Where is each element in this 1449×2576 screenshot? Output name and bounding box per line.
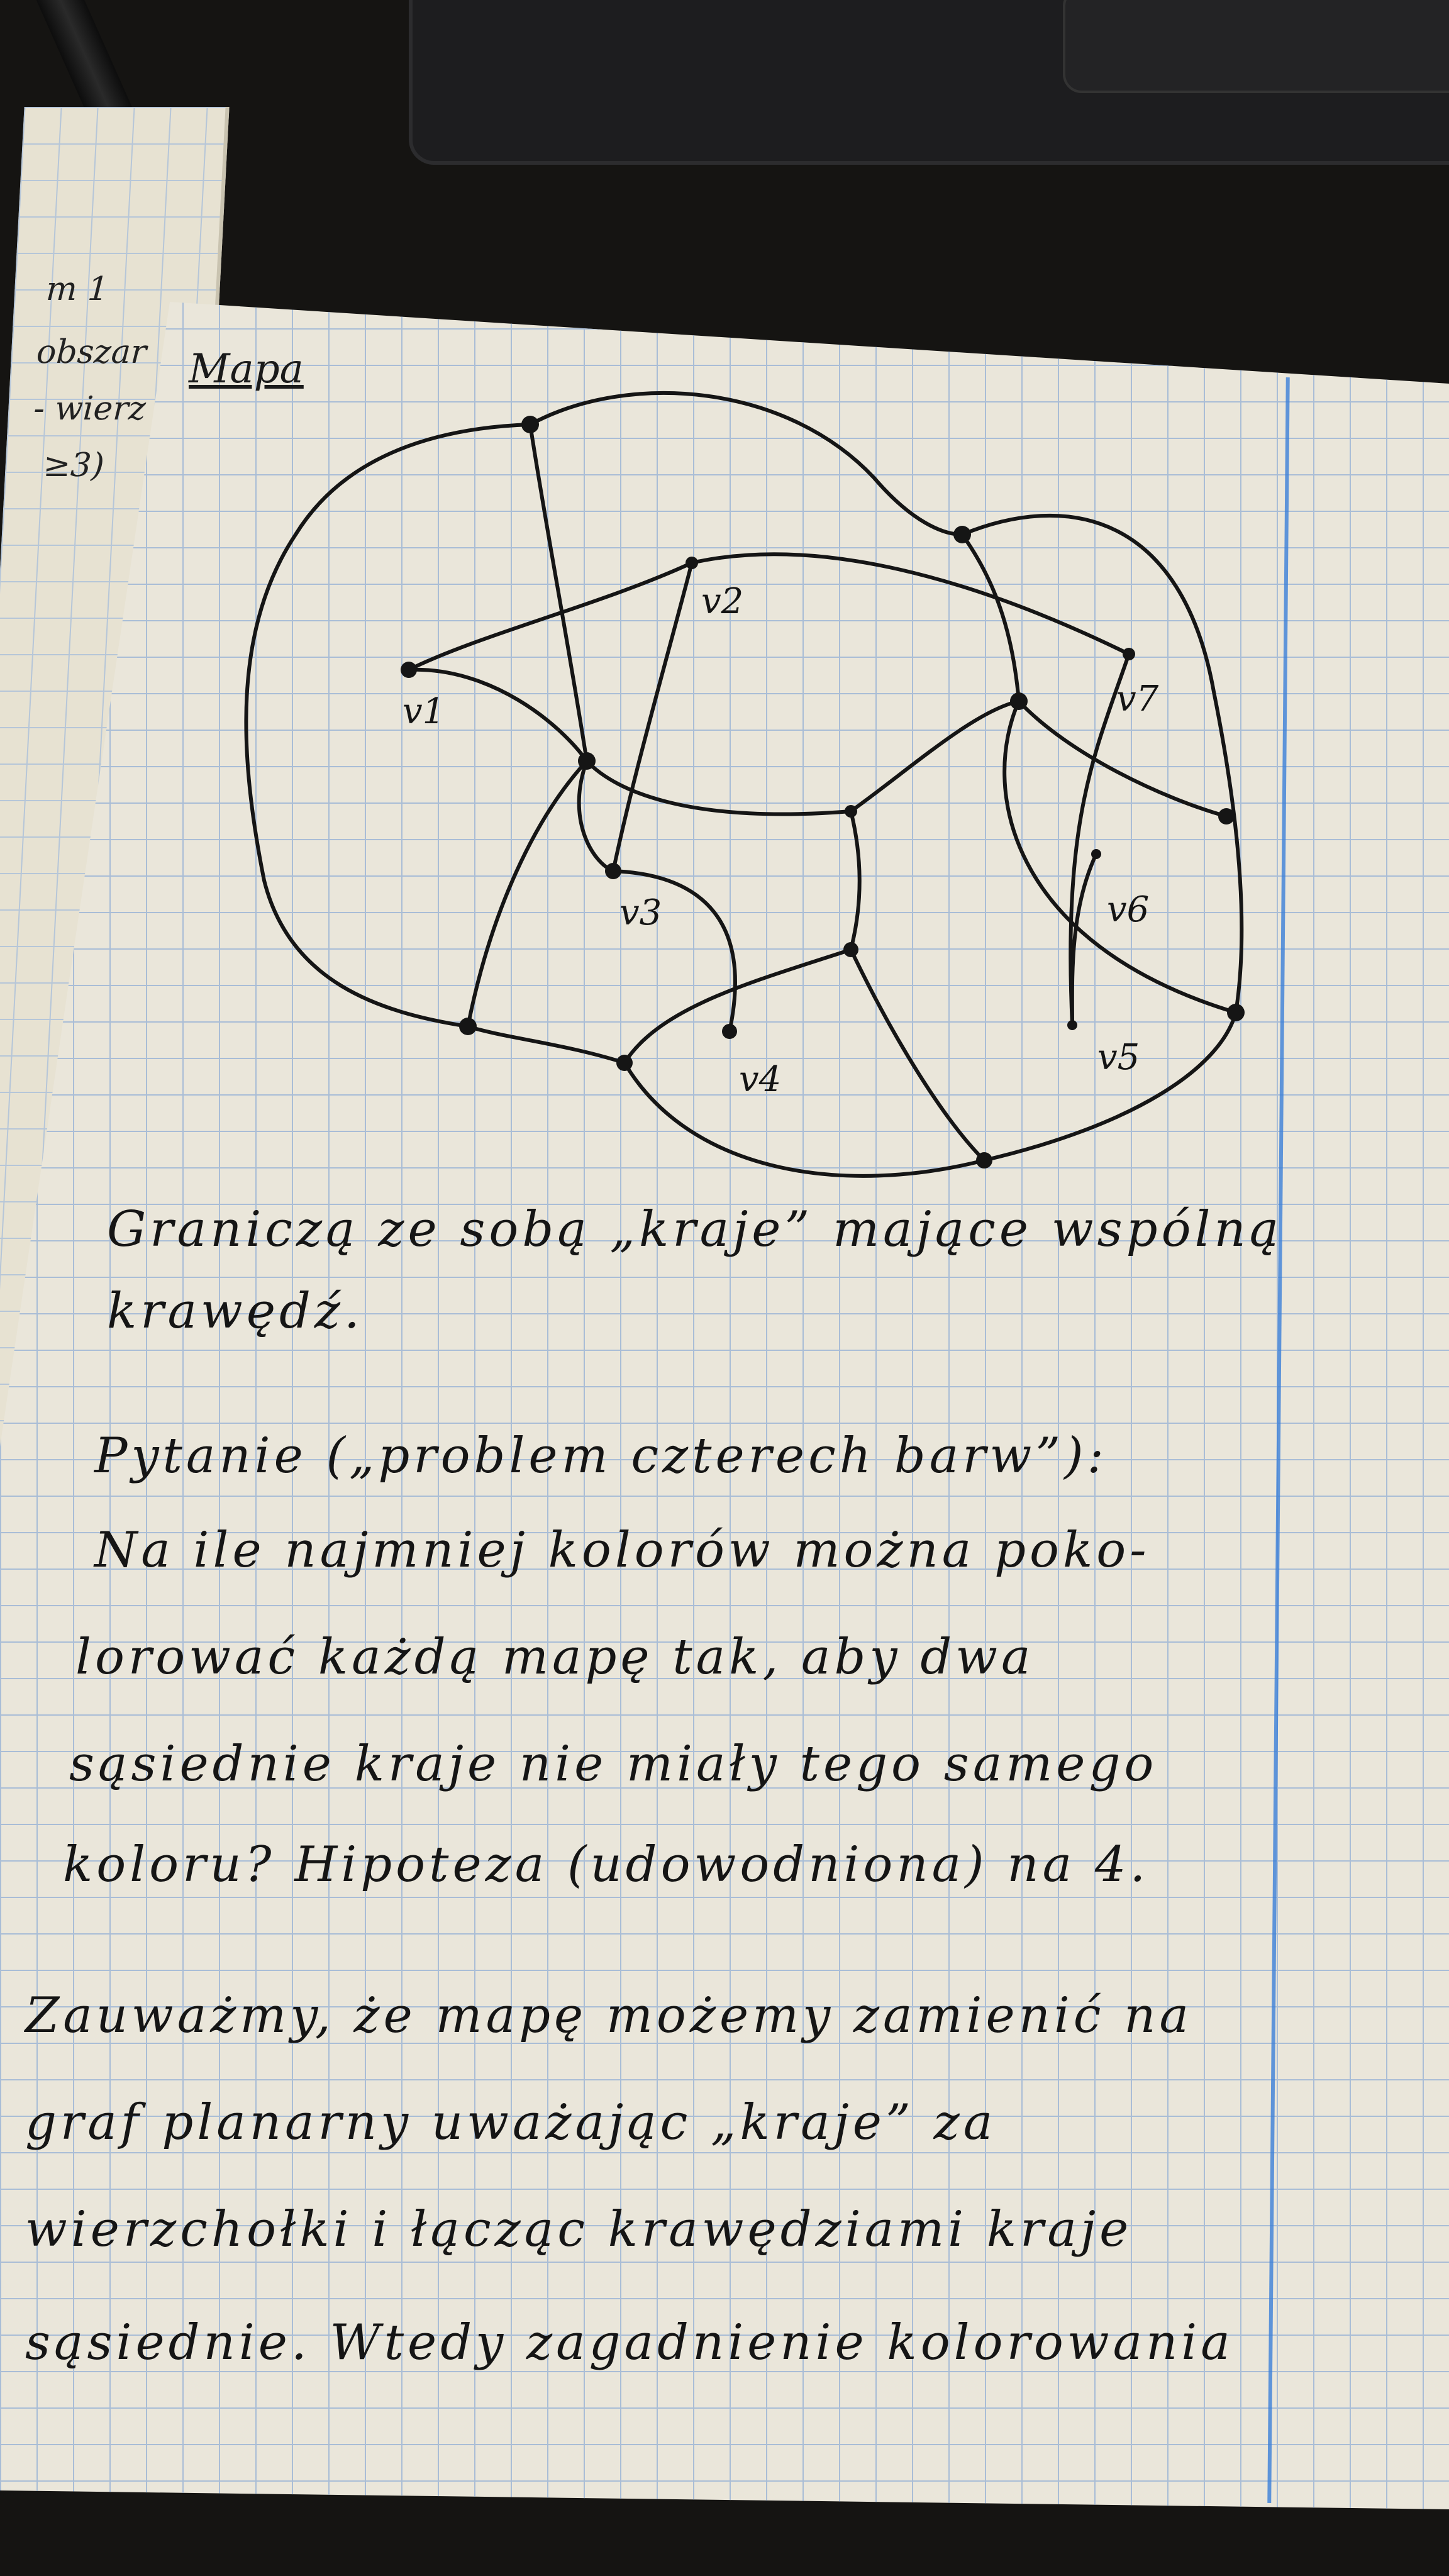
vertex-dot [843, 942, 858, 957]
edge [407, 561, 694, 672]
note-line: sąsiednie kraje nie miały tego samego [69, 1736, 1158, 1792]
vertex-dot [521, 416, 539, 433]
note-line: lorować każdą mapę tak, aby dwa [75, 1629, 1035, 1685]
edge [611, 561, 694, 873]
vertex-dot [605, 863, 621, 879]
vertex-dot [1123, 648, 1135, 660]
edge [623, 948, 853, 1065]
vertex-dot [1218, 808, 1235, 824]
edge [849, 948, 986, 1162]
edge [849, 809, 862, 952]
vertex-dot [616, 1055, 633, 1071]
vertex-label-v3: v3 [619, 892, 662, 933]
note-line: Pytanie („problem czterech barw”): [94, 1428, 1108, 1484]
vertex-label-v1: v1 [402, 691, 445, 732]
edge [528, 423, 589, 763]
vertex-dot [953, 526, 971, 543]
edge [1002, 699, 1238, 1014]
vertex-dot [845, 805, 857, 818]
vertex-dot [976, 1152, 992, 1169]
note-line: koloru? Hipoteza (udowodniona) na 4. [63, 1836, 1150, 1893]
vertex-label-v4: v4 [739, 1059, 781, 1100]
vertex-dot [401, 662, 417, 678]
edge [1069, 652, 1131, 1027]
vertex-dot [722, 1024, 737, 1039]
vertex-label-v2: v2 [701, 581, 743, 622]
edge [960, 533, 1021, 703]
vertex-dot [1227, 1004, 1245, 1021]
vertex-dot [578, 752, 596, 770]
edge [1070, 852, 1098, 1027]
laptop-trackpad-corner [1063, 0, 1449, 93]
note-line: wierzchołki i łącząc krawędziami kraje [25, 2201, 1133, 2258]
edge [577, 759, 615, 873]
note-line: Graniczą ze sobą „kraje” mające wspólną [107, 1201, 1283, 1258]
vertex-label-v5: v5 [1097, 1037, 1140, 1078]
edge [466, 759, 589, 1028]
note-line: graf planarny uważając „kraje” za [25, 2094, 997, 2151]
note-line: Na ile najmniej kolorów można poko- [94, 1522, 1150, 1579]
vertex-label-v6: v6 [1107, 889, 1149, 930]
vertex-dot [1091, 849, 1101, 859]
edge [585, 759, 853, 816]
edge [690, 552, 1131, 656]
vertex-dot [686, 557, 698, 569]
note-line: Zauważmy, że mapę możemy zamienić na [25, 1987, 1193, 2044]
page-heading: Mapa [189, 346, 304, 392]
vertex-dot [1067, 1020, 1077, 1030]
vertex-dot [1010, 692, 1028, 710]
edge [407, 667, 589, 763]
note-line: krawędź. [107, 1283, 364, 1340]
note-line: sąsiednie. Wtedy zagadnienie kolorowania [25, 2314, 1234, 2371]
vertex-dot [459, 1018, 477, 1035]
edge [849, 699, 1021, 813]
edge [1017, 699, 1228, 818]
vertex-label-v7: v7 [1116, 679, 1159, 719]
